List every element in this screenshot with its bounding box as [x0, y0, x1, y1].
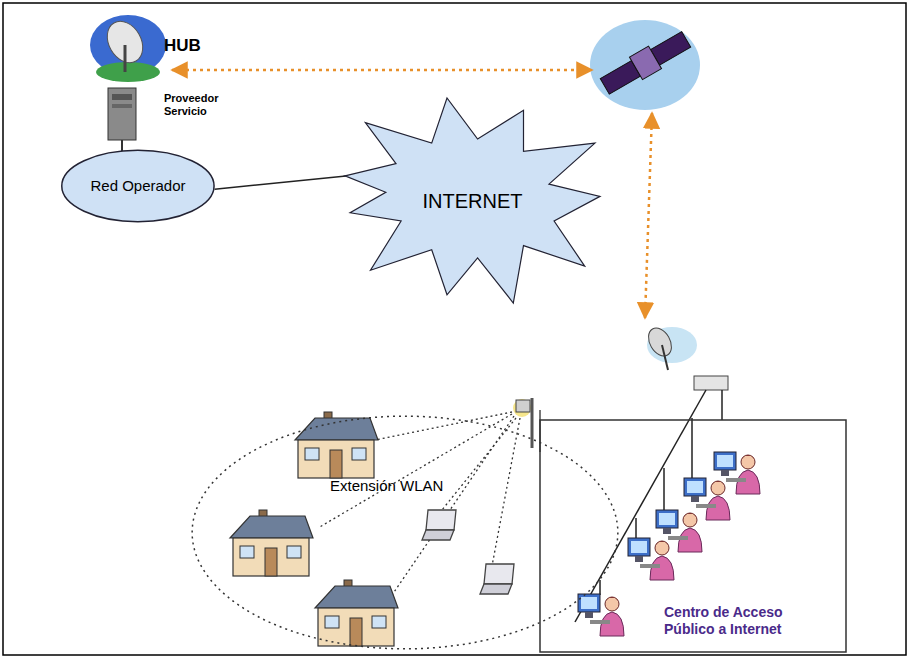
wlan-area-outline	[190, 415, 620, 650]
node-text: INTERNET	[423, 189, 523, 213]
free-label: Proveedor Servicio	[164, 92, 239, 117]
wlan-area: Extensión WLAN	[190, 415, 620, 650]
node-text: Red Operador	[90, 177, 185, 195]
node-text: Centro de Acceso Público a Internet	[664, 604, 824, 638]
internet-cloud: INTERNET	[345, 98, 600, 303]
network-link	[215, 176, 346, 189]
free-label: HUB	[164, 36, 201, 56]
network-ellipse: Red Operador	[61, 150, 215, 222]
access-center-box: Centro de Acceso Público a Internet	[540, 420, 846, 652]
node-text: Extensión WLAN	[330, 477, 443, 495]
